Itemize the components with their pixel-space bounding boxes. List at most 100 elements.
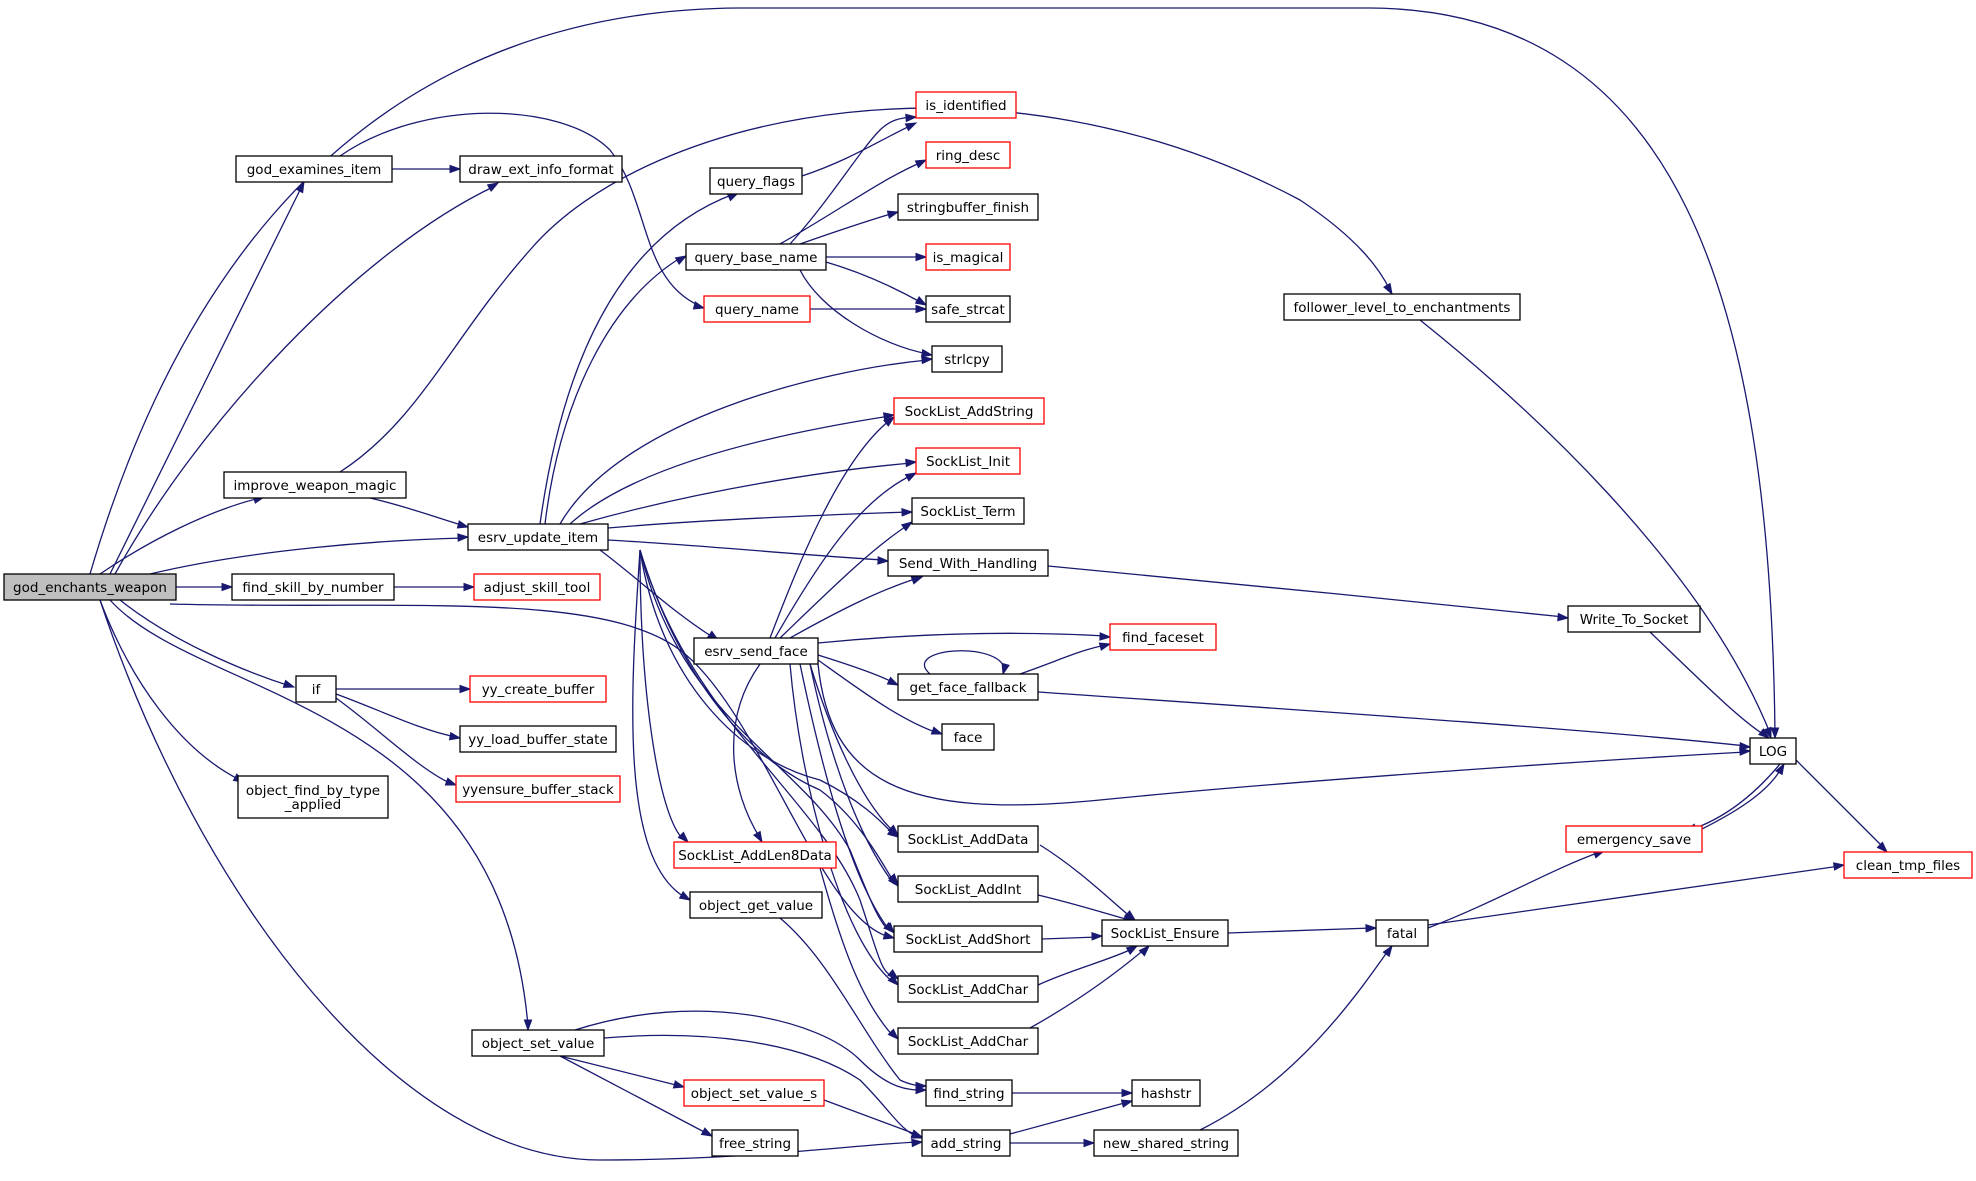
edge-line bbox=[817, 659, 939, 734]
edge-eui-to-swh bbox=[607, 539, 890, 565]
node-slac2[interactable]: SockList_AddChar bbox=[897, 1027, 1039, 1055]
node-box bbox=[925, 295, 1011, 323]
node-nss[interactable]: new_shared_string bbox=[1093, 1129, 1239, 1157]
node-slt[interactable]: SockList_Term bbox=[911, 497, 1025, 525]
arrowhead-icon bbox=[1365, 924, 1378, 933]
edge-line bbox=[603, 1034, 919, 1138]
node-qf[interactable]: query_flags bbox=[709, 167, 803, 195]
arrowhead-icon bbox=[915, 304, 928, 314]
edge-line bbox=[779, 524, 909, 639]
node-gff[interactable]: get_face_fallback bbox=[897, 673, 1039, 701]
arrowhead-icon bbox=[914, 296, 928, 306]
node-ss[interactable]: safe_strcat bbox=[925, 295, 1011, 323]
node-sbf[interactable]: stringbuffer_finish bbox=[897, 193, 1039, 221]
edge-line bbox=[119, 599, 291, 687]
arrowhead-icon bbox=[910, 576, 924, 585]
edge-fatal-to-es bbox=[1427, 850, 1606, 929]
node-box bbox=[709, 167, 803, 195]
edge-line bbox=[825, 261, 923, 304]
edge-line bbox=[99, 599, 241, 781]
node-hash[interactable]: hashstr bbox=[1131, 1079, 1201, 1107]
edge-eui-to-slt bbox=[607, 508, 914, 529]
edge-log-to-es bbox=[1684, 763, 1781, 832]
node-sla8[interactable]: SockList_AddLen8Data bbox=[673, 841, 837, 869]
node-ofbt[interactable]: object_find_by_type_applied bbox=[237, 775, 389, 819]
node-ylbs[interactable]: yy_load_buffer_state bbox=[459, 725, 617, 753]
node-slad[interactable]: SockList_AddData bbox=[897, 825, 1039, 853]
node-ctf[interactable]: clean_tmp_files bbox=[1843, 851, 1973, 879]
node-sli[interactable]: SockList_Init bbox=[915, 447, 1021, 475]
edge-line bbox=[559, 1055, 681, 1087]
edge-line bbox=[339, 107, 1391, 473]
node-slai[interactable]: SockList_AddInt bbox=[897, 875, 1039, 903]
node-log[interactable]: LOG bbox=[1749, 737, 1797, 765]
node-label: free_string bbox=[719, 1136, 791, 1152]
edge-line bbox=[789, 663, 895, 984]
edge-line bbox=[817, 654, 895, 684]
node-flte[interactable]: follower_level_to_enchantments bbox=[1283, 293, 1521, 321]
node-label: follower_level_to_enchantments bbox=[1294, 300, 1511, 316]
node-qn[interactable]: query_name bbox=[703, 295, 811, 323]
node-sl[interactable]: strlcpy bbox=[931, 345, 1003, 373]
node-slac1[interactable]: SockList_AddChar bbox=[897, 975, 1039, 1003]
node-iwm[interactable]: improve_weapon_magic bbox=[223, 471, 407, 499]
node-slash[interactable]: SockList_AddShort bbox=[893, 925, 1043, 953]
node-fatal[interactable]: fatal bbox=[1375, 919, 1429, 947]
edge-osvs-to-as bbox=[823, 1099, 924, 1138]
edge-osv-to-osvs bbox=[559, 1055, 686, 1089]
node-esf[interactable]: esrv_send_face bbox=[693, 637, 819, 665]
node-label: SockList_Ensure bbox=[1111, 926, 1220, 942]
arrowhead-icon bbox=[887, 974, 900, 987]
node-box bbox=[897, 825, 1039, 853]
arrowhead-icon bbox=[674, 255, 688, 265]
arrowhead-icon bbox=[1770, 727, 1780, 740]
node-osvs[interactable]: object_set_value_s bbox=[683, 1079, 825, 1107]
node-sle[interactable]: SockList_Ensure bbox=[1101, 919, 1229, 947]
node-if1[interactable]: if bbox=[295, 675, 337, 703]
edge-gff-to-gff bbox=[923, 650, 1010, 676]
edge-wts-to-log bbox=[1649, 631, 1771, 739]
node-isid[interactable]: is_identified bbox=[915, 91, 1017, 119]
node-osv[interactable]: object_set_value bbox=[471, 1029, 605, 1057]
node-swh[interactable]: Send_With_Handling bbox=[887, 549, 1049, 577]
node-deif[interactable]: draw_ext_info_format bbox=[459, 155, 623, 183]
node-as[interactable]: add_string bbox=[921, 1129, 1011, 1157]
node-box bbox=[1565, 825, 1703, 853]
node-ff[interactable]: find_faceset bbox=[1109, 623, 1217, 651]
node-box bbox=[231, 573, 395, 601]
node-slas[interactable]: SockList_AddString bbox=[893, 397, 1045, 425]
arrowhead-icon bbox=[910, 1129, 924, 1138]
node-ism[interactable]: is_magical bbox=[925, 243, 1011, 271]
edge-as-to-hash bbox=[1009, 1099, 1134, 1135]
node-fstr[interactable]: find_string bbox=[925, 1079, 1013, 1107]
node-label: clean_tmp_files bbox=[1856, 858, 1960, 874]
arrowhead-icon bbox=[1001, 662, 1010, 676]
node-box bbox=[925, 1079, 1013, 1107]
node-ycb[interactable]: yy_create_buffer bbox=[469, 675, 607, 703]
edge-esf-to-slash bbox=[799, 663, 895, 935]
edge-line bbox=[823, 1099, 919, 1136]
node-fs[interactable]: free_string bbox=[711, 1129, 799, 1157]
node-rd[interactable]: ring_desc bbox=[925, 141, 1011, 169]
edge-root-to-deif bbox=[114, 182, 500, 575]
node-eui[interactable]: esrv_update_item bbox=[467, 523, 609, 551]
node-gei[interactable]: god_examines_item bbox=[235, 155, 393, 183]
edge-eui-to-sli bbox=[579, 458, 918, 525]
arrowhead-icon bbox=[456, 520, 470, 529]
arrowhead-icon bbox=[1775, 762, 1785, 776]
edge-iwm-to-eui bbox=[369, 497, 470, 529]
edge-root-to-osv bbox=[109, 599, 533, 1032]
node-box bbox=[455, 775, 621, 803]
node-ogv[interactable]: object_get_value bbox=[689, 891, 823, 919]
node-yebs[interactable]: yyensure_buffer_stack bbox=[455, 775, 621, 803]
edge-flte-to-log bbox=[1419, 319, 1772, 740]
node-box bbox=[1109, 623, 1217, 651]
node-label: query_flags bbox=[717, 174, 795, 190]
node-fsbn[interactable]: find_skill_by_number bbox=[231, 573, 395, 601]
node-qbn[interactable]: query_base_name bbox=[685, 243, 827, 271]
node-face[interactable]: face bbox=[941, 723, 995, 751]
node-ast[interactable]: adjust_skill_tool bbox=[473, 573, 601, 601]
node-wts[interactable]: Write_To_Socket bbox=[1567, 605, 1701, 633]
node-es[interactable]: emergency_save bbox=[1565, 825, 1703, 853]
node-root[interactable]: god_enchants_weapon bbox=[3, 573, 177, 601]
